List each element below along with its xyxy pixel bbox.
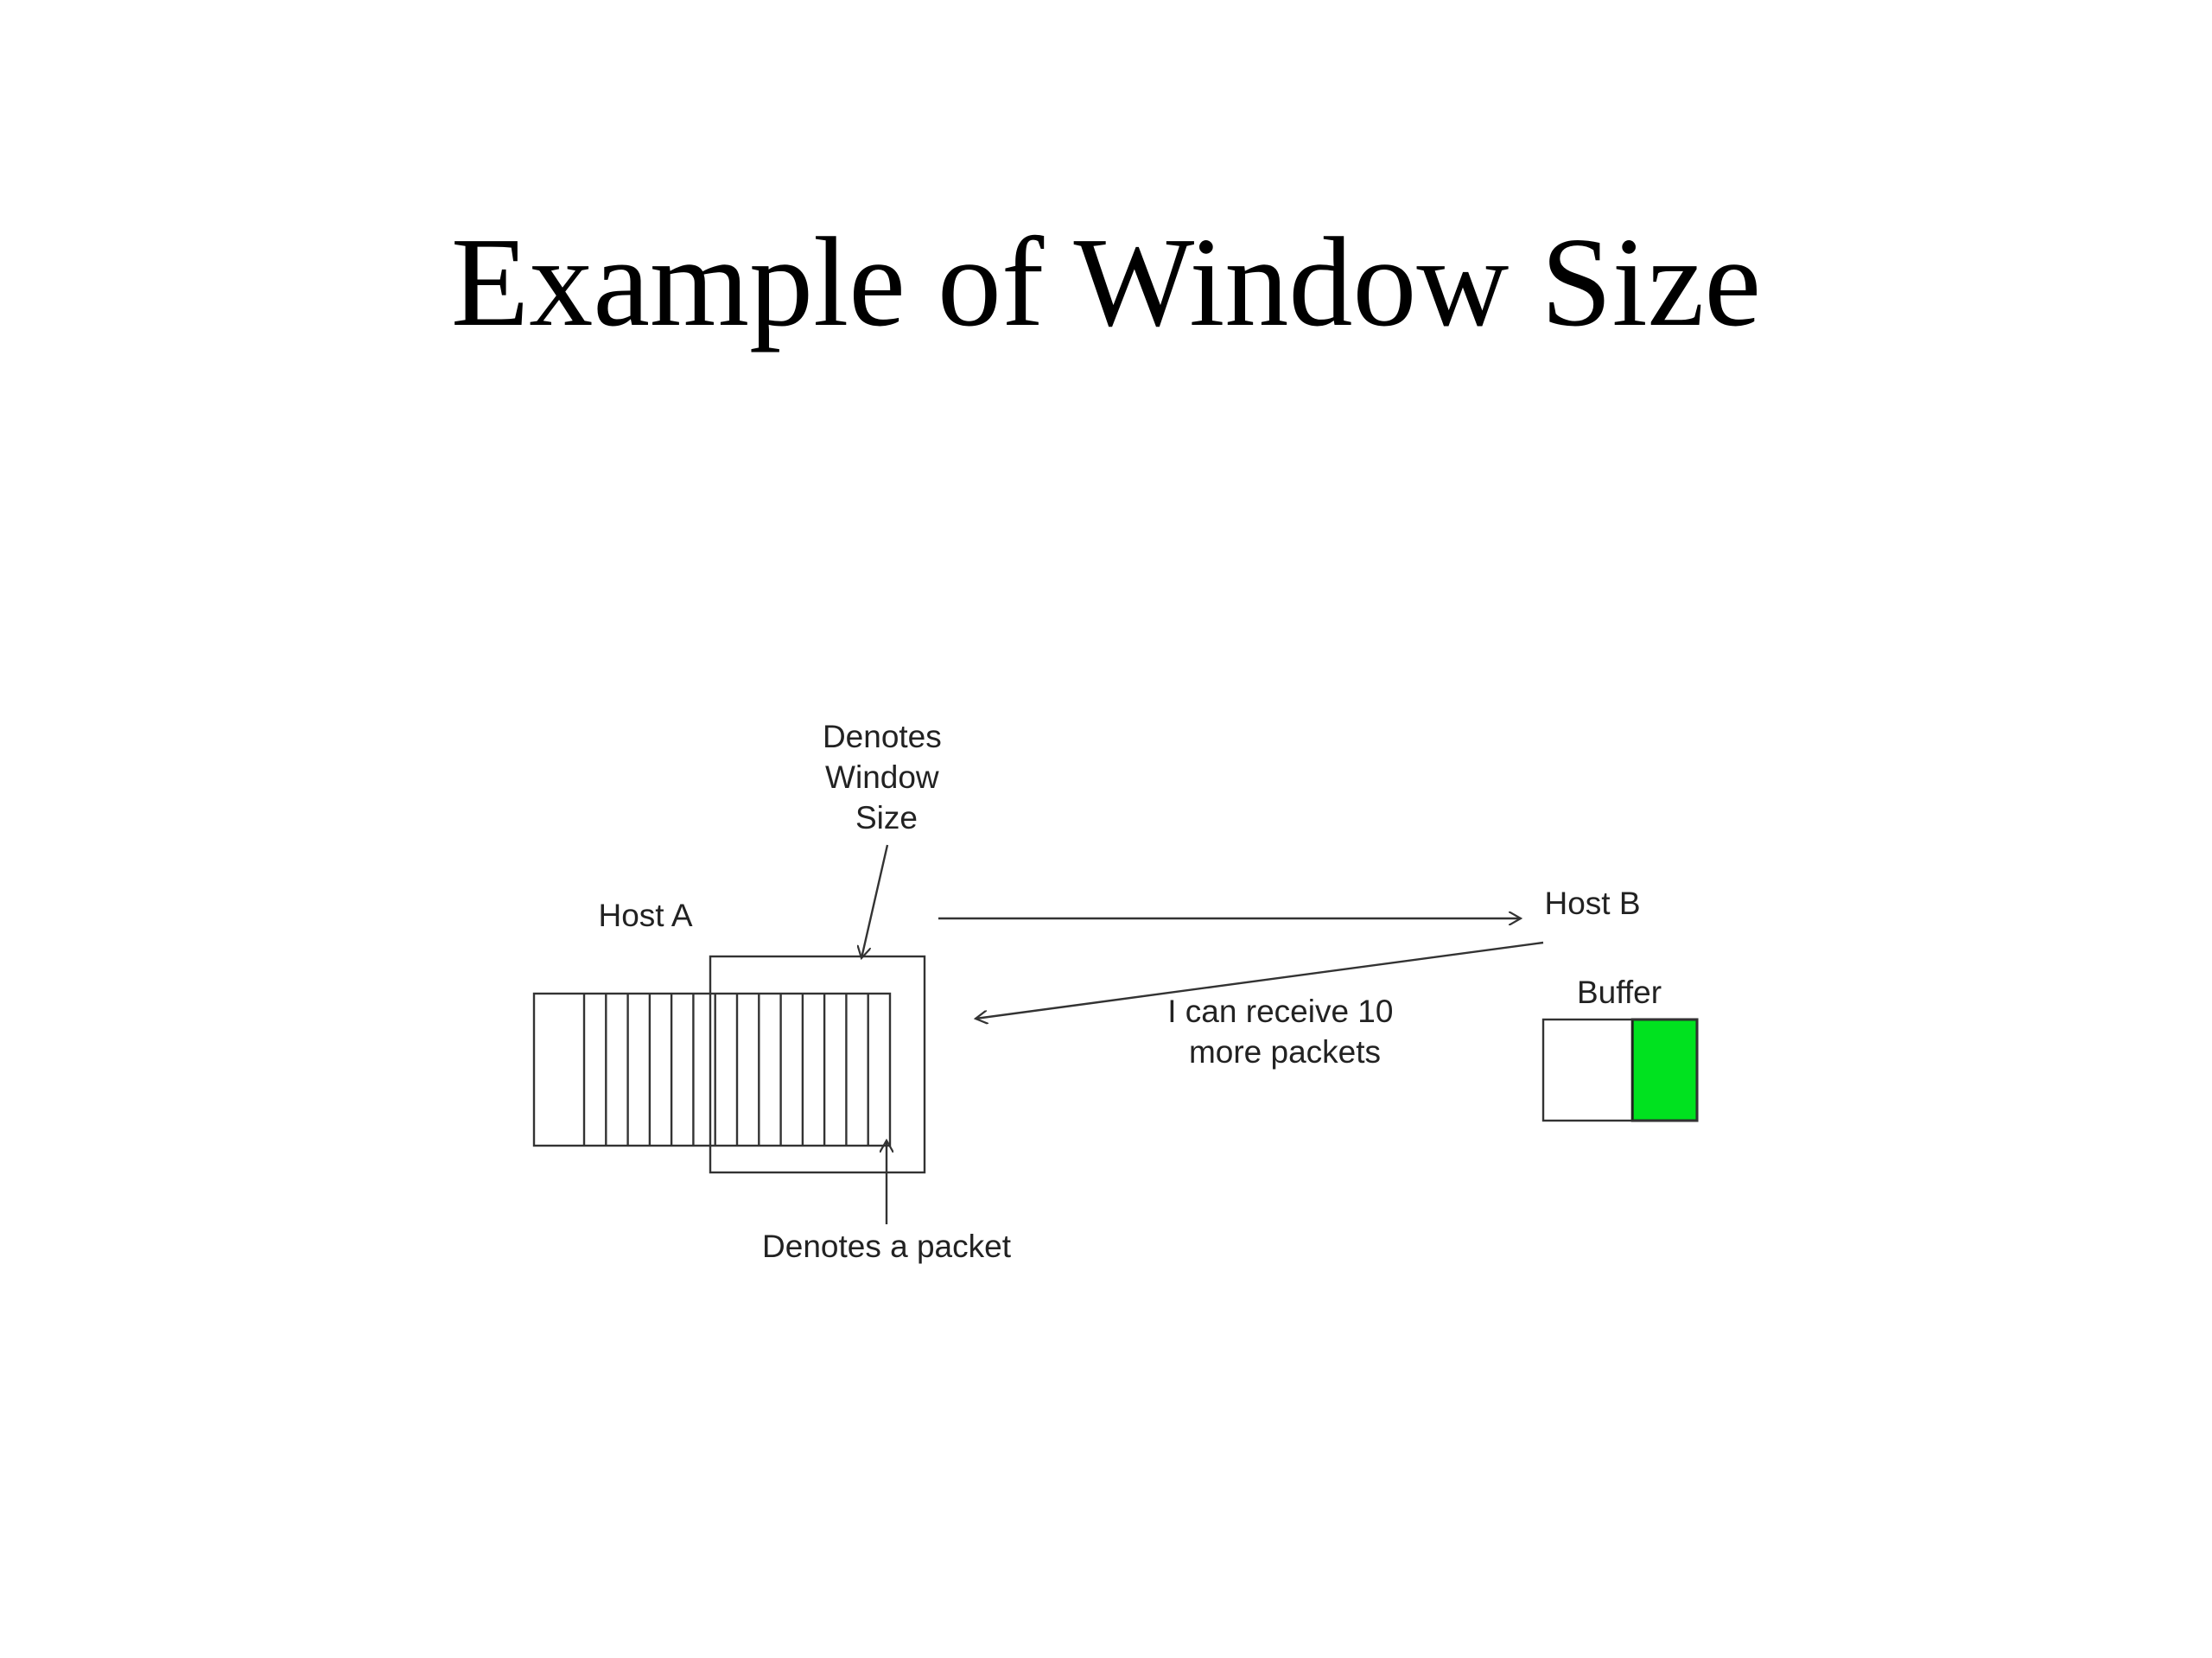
message-line: more packets bbox=[1189, 1034, 1381, 1070]
window-label: Denotes Window Size bbox=[823, 719, 950, 835]
window-label-line: Window bbox=[825, 759, 939, 795]
buffer-outline bbox=[1541, 1018, 1699, 1122]
message-line: I can receive 10 bbox=[1167, 994, 1393, 1029]
page-title: Example of Window Size bbox=[450, 212, 1762, 353]
host-a-label: Host A bbox=[599, 898, 693, 933]
packet-queue-outline bbox=[532, 992, 892, 1147]
ack-arrow bbox=[976, 941, 1544, 1019]
packet-dividers bbox=[582, 994, 869, 1146]
packet-label: Denotes a packet bbox=[762, 1229, 1012, 1264]
window-label-line: Size bbox=[855, 800, 918, 835]
message-label: I can receive 10 more packets bbox=[1167, 994, 1402, 1070]
window-pointer-arrow bbox=[861, 844, 889, 958]
window-frame bbox=[709, 955, 926, 1174]
buffer-label: Buffer bbox=[1577, 975, 1662, 1010]
buffer-fill bbox=[1630, 1018, 1699, 1122]
buffer bbox=[1541, 1018, 1699, 1122]
window-label-line: Denotes bbox=[823, 719, 942, 754]
packet-queue bbox=[532, 992, 892, 1147]
host-b-label: Host B bbox=[1544, 886, 1640, 921]
